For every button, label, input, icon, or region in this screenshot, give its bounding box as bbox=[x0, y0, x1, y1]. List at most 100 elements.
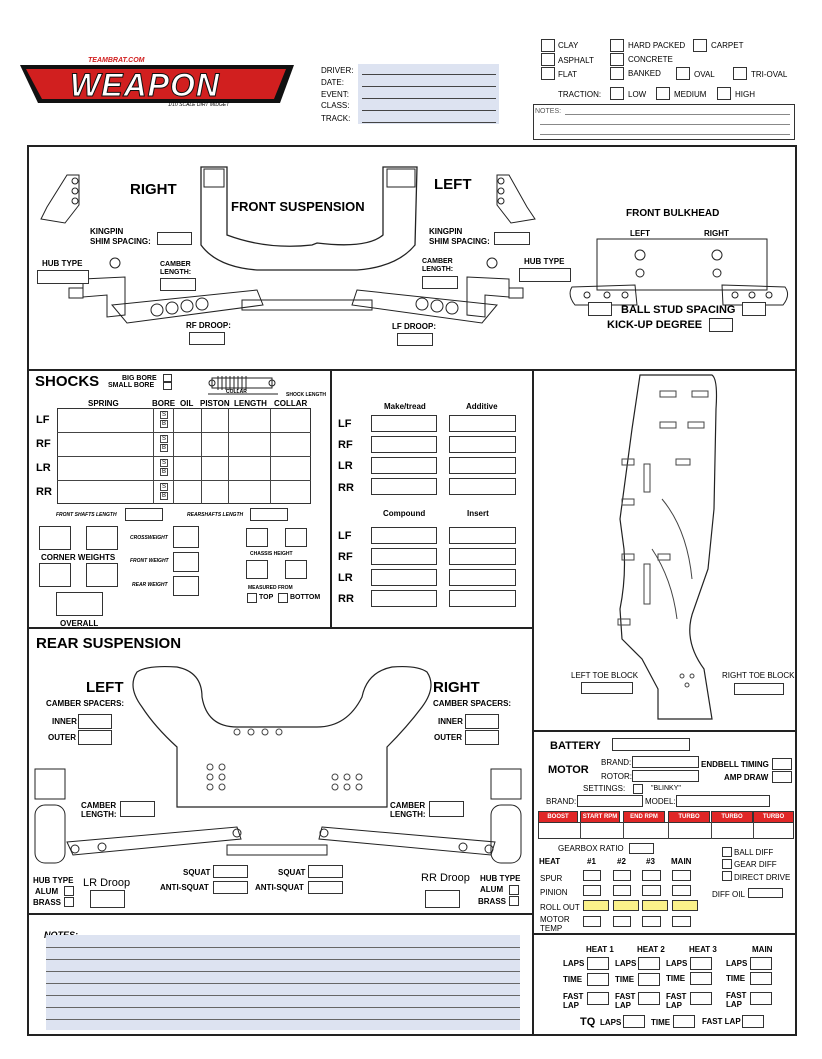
front-hub-left-field[interactable] bbox=[519, 268, 571, 282]
tq-fastlap-field[interactable] bbox=[742, 1015, 764, 1028]
right-toe-block-field[interactable] bbox=[734, 683, 784, 695]
clay-checkbox[interactable] bbox=[541, 39, 555, 52]
left-toe-block-field[interactable] bbox=[581, 682, 633, 694]
tq-laps-field[interactable] bbox=[623, 1015, 645, 1028]
chassis-height-right2-field[interactable] bbox=[285, 560, 307, 579]
laps-h3-field[interactable] bbox=[690, 957, 712, 970]
rear-camber-left-field[interactable] bbox=[120, 801, 155, 817]
rr-droop-field[interactable] bbox=[425, 890, 460, 908]
chassis-height-left2-field[interactable] bbox=[246, 560, 268, 579]
overall-weight-field[interactable] bbox=[56, 592, 103, 616]
endbell-timing-field[interactable] bbox=[772, 758, 792, 770]
make-rr[interactable] bbox=[371, 478, 437, 495]
tq-time-field[interactable] bbox=[673, 1015, 695, 1028]
rotor-field[interactable] bbox=[632, 770, 699, 782]
esc-model-field[interactable] bbox=[676, 795, 770, 807]
camber-right-field[interactable] bbox=[160, 278, 196, 291]
motortemp-h1[interactable] bbox=[583, 916, 601, 927]
tri-oval-checkbox[interactable] bbox=[733, 67, 747, 80]
outer-left-field[interactable] bbox=[78, 730, 112, 745]
header-field-area[interactable] bbox=[358, 64, 499, 124]
lr-droop-field[interactable] bbox=[90, 890, 125, 908]
additive-lf[interactable] bbox=[449, 415, 516, 432]
time-main-field[interactable] bbox=[750, 972, 772, 985]
anti-squat-left-field[interactable] bbox=[213, 881, 248, 894]
spur-main[interactable] bbox=[672, 870, 691, 881]
chassis-height-right-field[interactable] bbox=[285, 528, 307, 547]
time-h2-field[interactable] bbox=[638, 973, 660, 986]
inner-right-field[interactable] bbox=[465, 714, 499, 729]
squat-right-field[interactable] bbox=[308, 865, 343, 878]
gearbox-ratio-field[interactable] bbox=[629, 843, 654, 854]
hard-packed-checkbox[interactable] bbox=[610, 39, 624, 52]
motortemp-main[interactable] bbox=[672, 916, 691, 927]
fastlap-h2-field[interactable] bbox=[638, 992, 660, 1005]
make-lf[interactable] bbox=[371, 415, 437, 432]
time-h1-field[interactable] bbox=[587, 973, 609, 986]
alum-right-checkbox[interactable] bbox=[509, 885, 519, 895]
concrete-checkbox[interactable] bbox=[610, 53, 624, 66]
laps-h1-field[interactable] bbox=[587, 957, 609, 970]
spur-h2[interactable] bbox=[613, 870, 631, 881]
anti-squat-right-field[interactable] bbox=[308, 881, 343, 894]
fastlap-main-field[interactable] bbox=[750, 992, 772, 1005]
insert-rf[interactable] bbox=[449, 548, 516, 565]
ball-diff-checkbox[interactable] bbox=[722, 847, 732, 857]
bore-s-4[interactable]: S bbox=[160, 483, 169, 491]
time-h3-field[interactable] bbox=[690, 972, 712, 985]
bore-s-3[interactable]: S bbox=[160, 459, 169, 467]
make-rf[interactable] bbox=[371, 436, 437, 453]
laps-main-field[interactable] bbox=[750, 957, 772, 970]
notes-field[interactable] bbox=[46, 935, 520, 1030]
outer-right-field[interactable] bbox=[465, 730, 499, 745]
motortemp-h3[interactable] bbox=[642, 916, 661, 927]
pinion-h1[interactable] bbox=[583, 885, 601, 896]
bore-b-4[interactable]: B bbox=[160, 492, 169, 500]
additive-lr[interactable] bbox=[449, 457, 516, 474]
camber-left-field[interactable] bbox=[422, 276, 458, 289]
brass-left-checkbox[interactable] bbox=[64, 897, 74, 907]
compound-rf[interactable] bbox=[371, 548, 437, 565]
oval-checkbox[interactable] bbox=[676, 67, 690, 80]
chassis-height-left-field[interactable] bbox=[246, 528, 268, 547]
bore-b-3[interactable]: B bbox=[160, 468, 169, 476]
cw-lf-field[interactable] bbox=[39, 526, 71, 550]
pinion-h2[interactable] bbox=[613, 885, 631, 896]
kingpin-right-field[interactable] bbox=[157, 232, 192, 245]
insert-lf[interactable] bbox=[449, 527, 516, 544]
insert-rr[interactable] bbox=[449, 590, 516, 607]
motor-brand-field[interactable] bbox=[632, 756, 699, 768]
compound-lr[interactable] bbox=[371, 569, 437, 586]
bore-b-1[interactable]: B bbox=[160, 420, 169, 428]
measured-top-checkbox[interactable] bbox=[247, 593, 257, 603]
spur-h3[interactable] bbox=[642, 870, 661, 881]
traction-high-checkbox[interactable] bbox=[717, 87, 731, 100]
ball-stud-right-field[interactable] bbox=[742, 302, 766, 316]
spur-h1[interactable] bbox=[583, 870, 601, 881]
battery-field[interactable] bbox=[612, 738, 690, 751]
small-bore-checkbox[interactable] bbox=[163, 382, 172, 390]
alum-left-checkbox[interactable] bbox=[64, 886, 74, 896]
esc-brand-field[interactable] bbox=[577, 795, 643, 807]
rollout-main[interactable] bbox=[672, 900, 698, 911]
lf-droop-field[interactable] bbox=[397, 333, 433, 346]
blinky-checkbox[interactable] bbox=[633, 784, 643, 794]
squat-left-field[interactable] bbox=[213, 865, 248, 878]
rollout-h3[interactable] bbox=[642, 900, 668, 911]
compound-lf[interactable] bbox=[371, 527, 437, 544]
direct-drive-checkbox[interactable] bbox=[722, 871, 732, 881]
rear-shafts-field[interactable] bbox=[250, 508, 288, 521]
bore-b-2[interactable]: B bbox=[160, 444, 169, 452]
motortemp-h2[interactable] bbox=[613, 916, 631, 927]
rear-camber-right-field[interactable] bbox=[429, 801, 464, 817]
front-hub-right-field[interactable] bbox=[37, 270, 89, 284]
traction-medium-checkbox[interactable] bbox=[656, 87, 670, 100]
make-lr[interactable] bbox=[371, 457, 437, 474]
gear-diff-checkbox[interactable] bbox=[722, 859, 732, 869]
cw-rr-field[interactable] bbox=[86, 563, 118, 587]
fastlap-h3-field[interactable] bbox=[690, 992, 712, 1005]
bore-s-2[interactable]: S bbox=[160, 435, 169, 443]
rf-droop-field[interactable] bbox=[189, 332, 225, 345]
ball-stud-left-field[interactable] bbox=[588, 302, 612, 316]
cw-lr-field[interactable] bbox=[39, 563, 71, 587]
